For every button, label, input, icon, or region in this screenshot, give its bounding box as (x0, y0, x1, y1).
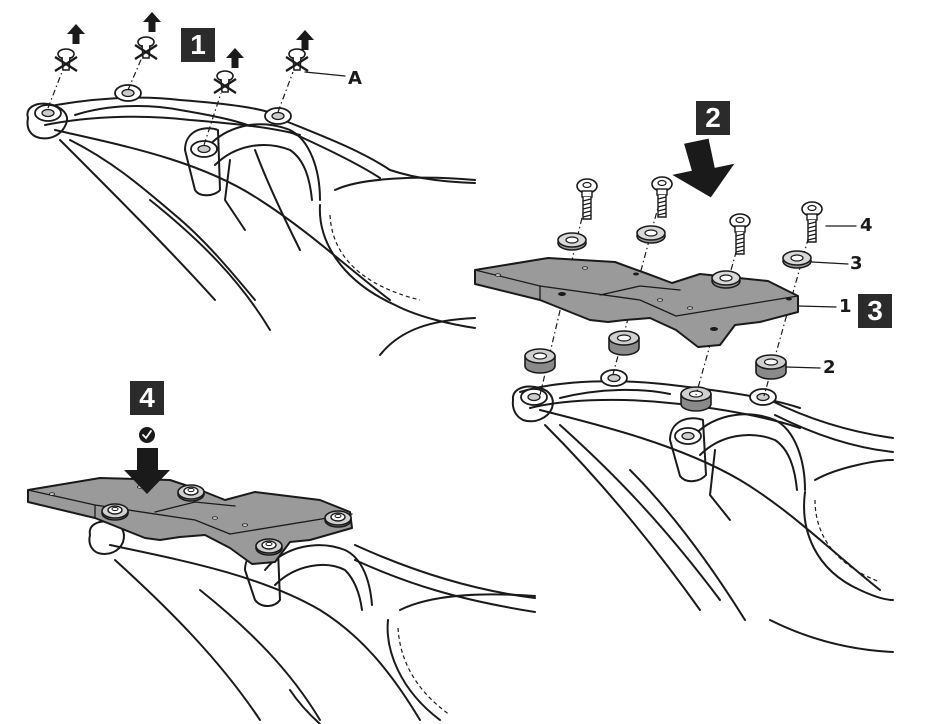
callout-a: A (348, 68, 362, 89)
removed-screw-3 (212, 69, 238, 95)
spacer-on-rack (680, 386, 712, 412)
panel-step-2-3 (474, 138, 894, 653)
arrow-down-icon (124, 448, 170, 494)
step-badge-4: 4 (130, 381, 164, 415)
check-circle-icon (139, 427, 155, 443)
spacer-part-2 (524, 330, 787, 380)
callout-part-3: 3 (850, 253, 863, 274)
removed-screw-4 (284, 47, 310, 73)
arrow-down-icon (672, 138, 735, 198)
step-badge-3: 3 (858, 294, 892, 328)
removed-screw-1 (53, 47, 79, 73)
callout-part-2: 2 (823, 357, 836, 378)
step-badge-1: 1 (181, 28, 215, 62)
panel-step-4 (27, 427, 536, 724)
panel-step-1 (26, 12, 476, 356)
callout-part-1: 1 (839, 296, 852, 317)
step-badge-2: 2 (696, 101, 730, 135)
callout-part-4: 4 (860, 215, 873, 236)
removed-screw-2 (133, 35, 159, 61)
